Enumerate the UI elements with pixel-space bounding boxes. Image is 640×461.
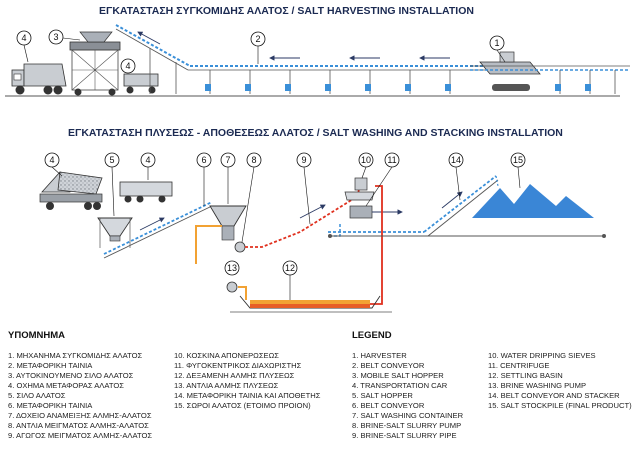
salt-stockpile xyxy=(472,175,594,218)
legend-item: 10. ΚΟΣΚΙΝΑ ΑΠΟΝΕΡΩΣΕΩΣ xyxy=(174,351,279,360)
truck-left xyxy=(11,63,67,95)
legend-item: 3. ΑΥΤΟΚΙΝΟΥΜΕΝΟ ΣΙΛΟ ΑΛΑΤΟΣ xyxy=(8,371,134,380)
marker-label: 10 xyxy=(361,155,371,165)
legend-greek-title: ΥΠΟΜΝΗΜΑ xyxy=(8,330,65,341)
legend-item: 4. ΟΧΗΜΑ ΜΕΤΑΦΟΡΑΣ ΑΛΑΤΟΣ xyxy=(8,381,124,390)
brine-pipe xyxy=(195,225,222,264)
transport-car-mid xyxy=(119,181,173,203)
main-belt-conveyor xyxy=(115,24,505,94)
legend-item: 3. MOBILE SALT HOPPER xyxy=(352,371,444,380)
top-section-title: ΕΓΚΑΤΑΣΤΑΣΗ ΣΥΓΚΟΜΙΔΗΣ ΑΛΑΤΟΣ / SALT HAR… xyxy=(99,5,474,17)
legend-item: 6. ΜΕΤΑΦΟΡΙΚΗ ΤΑΙΝΙΑ xyxy=(8,401,93,410)
legend-item: 2. BELT CONVEYOR xyxy=(352,361,425,370)
marker-label: 13 xyxy=(227,263,237,273)
water-dripping-sieves xyxy=(344,177,375,201)
marker-label: 4 xyxy=(49,155,54,165)
legend-item: 13. ΑΝΤΛΙΑ ΑΛΜΗΣ ΠΛΥΣΕΩΣ xyxy=(174,381,279,390)
legend-item: 4. TRANSPORTATION CAR xyxy=(352,381,448,390)
legend-english-title: LEGEND xyxy=(352,330,392,341)
washing-stacking-installation: 4 5 4 6 7 8 9 10 11 xyxy=(39,152,606,313)
brine-salt-slurry-pipe xyxy=(245,179,361,248)
legend-english: LEGEND 1. HARVESTER 2. BELT CONVEYOR 3. … xyxy=(352,330,632,440)
marker-label: 4 xyxy=(125,61,130,71)
marker-label: 3 xyxy=(53,32,58,42)
legend-item: 8. ΑΝΤΛΙΑ ΜΕΙΓΜΑΤΟΣ ΑΛΜΗΣ-ΑΛΑΤΟΣ xyxy=(8,421,149,430)
legend-item: 9. BRINE-SALT SLURRY PIPE xyxy=(352,431,457,440)
salt-washing-container xyxy=(209,205,247,241)
salt-hopper xyxy=(97,217,133,248)
dump-truck xyxy=(39,171,103,210)
legend-item: 5. SALT HOPPER xyxy=(352,391,413,400)
legend-item: 1. HARVESTER xyxy=(352,351,407,360)
harvesting-installation: 4 3 4 2 1 xyxy=(5,24,630,97)
marker-label: 15 xyxy=(513,155,523,165)
legend-greek: ΥΠΟΜΝΗΜΑ 1. ΜΗΧΑΝΗΜΑ ΣΥΓΚΟΜΙΔΗΣ ΑΛΑΤΟΣ 2… xyxy=(8,330,321,440)
marker-label: 4 xyxy=(21,33,26,43)
legend-item: 15. SALT STOCKPILE (FINAL PRODUCT) xyxy=(488,401,632,410)
legend-item: 1. ΜΗΧΑΝΗΜΑ ΣΥΓΚΟΜΙΔΗΣ ΑΛΑΤΟΣ xyxy=(8,351,143,360)
legend-item: 12. SETTLING BASIN xyxy=(488,371,563,380)
legend-item: 7. SALT WASHING CONTAINER xyxy=(352,411,464,420)
marker-label: 1 xyxy=(494,38,499,48)
legend-item: 14. ΜΕΤΑΦΟΡΙΚΗ ΤΑΙΝΙΑ ΚΑΙ ΑΠΟΘΕΤΗΣ xyxy=(174,391,321,400)
legend-item: 7. ΔΟΧΕΙΟ ΑΝΑΜΕΙΞΗΣ ΑΛΜΗΣ-ΑΛΑΤΟΣ xyxy=(8,411,152,420)
mid-section-title: ΕΓΚΑΤΑΣΤΑΣΗ ΠΛΥΣΕΩΣ - ΑΠΟΘΕΣΕΩΣ ΑΛΑΤΟΣ /… xyxy=(68,127,563,139)
marker-label: 5 xyxy=(109,155,114,165)
legend-item: 12. ΔΕΞΑΜΕΝΗ ΑΛΜΗΣ ΠΛΥΣΕΩΣ xyxy=(174,371,295,380)
legend-item: 9. ΑΓΩΓΟΣ ΜΕΙΓΜΑΤΟΣ ΑΛΜΗΣ-ΑΛΑΤΟΣ xyxy=(8,431,152,440)
legend-item: 8. BRINE-SALT SLURRY PUMP xyxy=(352,421,461,430)
marker-label: 6 xyxy=(201,155,206,165)
mobile-salt-hopper xyxy=(69,31,121,96)
legend-item: 11. CENTRIFUGE xyxy=(488,361,549,370)
marker-label: 11 xyxy=(387,155,396,165)
marker-label: 9 xyxy=(301,155,306,165)
legend-item: 2. ΜΕΤΑΦΟΡΙΚΗ ΤΑΙΝΙΑ xyxy=(8,361,93,370)
marker-label: 2 xyxy=(255,34,260,44)
legend-item: 14. BELT CONVEYOR AND STACKER xyxy=(488,391,620,400)
brine-washing-pump xyxy=(226,281,238,293)
settling-basin xyxy=(230,295,392,313)
legend-item: 13. BRINE WASHING PUMP xyxy=(488,381,586,390)
harvester xyxy=(470,51,630,94)
legend-item: 6. BELT CONVEYOR xyxy=(352,401,425,410)
mid-number-markers: 4 5 4 6 7 8 9 10 11 xyxy=(44,152,526,300)
top-number-markers: 4 3 4 2 1 xyxy=(16,29,506,74)
legend-item: 15. ΣΩΡΟΙ ΑΛΑΤΟΣ (ΕΤΟΙΜΟ ΠΡΟΙΟΝ) xyxy=(174,401,311,410)
marker-label: 8 xyxy=(251,155,256,165)
centrifuge xyxy=(349,205,403,219)
legend-item: 11. ΦΥΓΟΚΕΝΤΡΙΚΟΣ ΔΙΑΧΩΡΙΣΤΗΣ xyxy=(174,361,302,370)
legend-item: 5. ΣΙΛΟ ΑΛΑΤΟΣ xyxy=(8,391,66,400)
marker-label: 12 xyxy=(285,263,295,273)
marker-label: 4 xyxy=(145,155,150,165)
legend-item: 10. WATER DRIPPING SIEVES xyxy=(488,351,596,360)
brine-salt-slurry-pump xyxy=(234,241,246,253)
marker-label: 7 xyxy=(225,155,230,165)
belt-conveyor-6 xyxy=(103,201,213,259)
belt-conveyor-stacker xyxy=(328,175,606,238)
transport-car-top xyxy=(123,73,159,94)
marker-label: 14 xyxy=(451,155,461,165)
